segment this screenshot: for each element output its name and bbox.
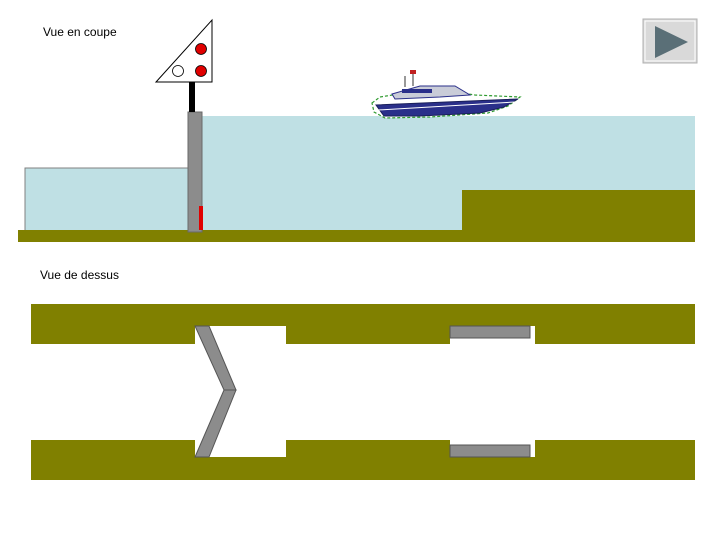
signal-light-red-bottom [195, 65, 207, 77]
boat-icon [371, 70, 522, 119]
left-gate-recess-lower [195, 440, 286, 457]
top-bank-lower [31, 440, 695, 480]
downstream-water [24, 167, 191, 233]
top-view-label: Vue de dessus [40, 268, 119, 282]
section-view [18, 18, 698, 242]
signal-light-red-top [195, 43, 207, 55]
top-bank-upper [31, 304, 695, 344]
signal-light-white [172, 65, 184, 77]
signal-mast [189, 82, 195, 112]
play-triangle-icon [655, 26, 688, 58]
section-view-label: Vue en coupe [43, 25, 117, 39]
right-gate-lower-leaf [449, 444, 531, 458]
top-view [31, 304, 695, 480]
right-gate-upper-leaf [449, 325, 531, 339]
riverbed [18, 230, 695, 242]
sluice-marker [199, 206, 203, 230]
mitre-gate-lower-leaf [194, 389, 237, 458]
left-gate-recess-upper [195, 326, 286, 344]
next-button[interactable] [642, 18, 698, 64]
